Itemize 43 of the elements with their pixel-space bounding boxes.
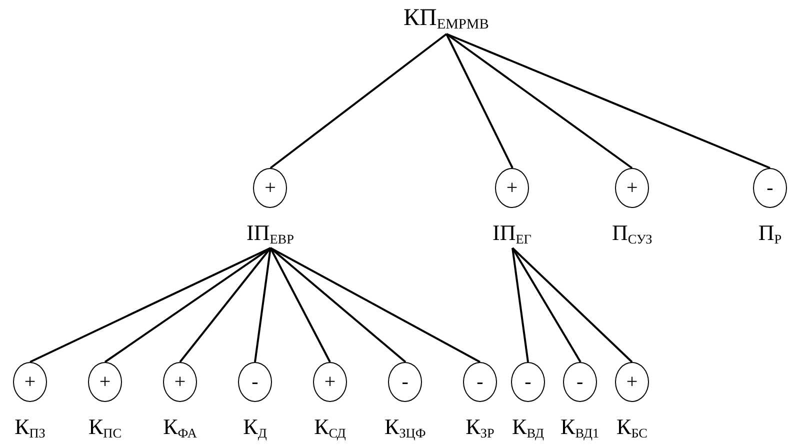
indicator-label: К$_{ПС}$ [88, 416, 122, 440]
indicator-label: К$_{СД}$ [314, 416, 346, 440]
connector-line [512, 248, 529, 362]
sign-circle: - [238, 362, 272, 402]
connector-line [446, 33, 633, 169]
indicator-label: К$_{ЗЦФ}$ [384, 416, 426, 440]
connector-line [104, 247, 272, 363]
sign-circle: + [615, 168, 650, 208]
connector-line [270, 33, 448, 169]
sign-circle: + [253, 168, 288, 208]
connector-line [270, 247, 406, 363]
sign-circle: + [615, 362, 649, 402]
sign-circle: - [753, 168, 787, 208]
sign-circle: + [88, 362, 122, 402]
sign-circle: + [494, 168, 529, 208]
sign-circle: + [13, 362, 47, 402]
connector-line [30, 247, 271, 363]
connector-line [512, 247, 633, 363]
indicator-label: П$_{СУЗ}$ [612, 222, 652, 246]
sign-circle: - [388, 362, 422, 402]
sign-circle: - [511, 362, 545, 402]
indicator-label: ІП$_{ЕГ}$ [492, 222, 532, 246]
connector-line [254, 248, 272, 362]
connector-line [446, 33, 770, 169]
indicator-label: К$_{ВД}$ [512, 416, 544, 440]
indicator-label: К$_{Д}$ [243, 416, 267, 440]
indicator-label: К$_{ПЗ}$ [14, 416, 46, 440]
indicator-label: ІП$_{ЕВР}$ [246, 222, 294, 246]
indicator-label: К$_{ЗР}$ [466, 416, 494, 440]
sign-circle: - [463, 362, 497, 402]
connector-line [446, 34, 514, 168]
sign-circle: + [163, 362, 197, 402]
connector-line [270, 248, 331, 362]
connector-line [512, 247, 582, 363]
indicator-label: К$_{БС}$ [616, 416, 648, 440]
connector-line [270, 247, 480, 363]
root-label: КП$_{ЕМРМВ}$ [404, 6, 489, 32]
indicator-label: К$_{ВД1}$ [560, 416, 600, 440]
indicator-label: К$_{ФА}$ [163, 416, 197, 440]
sign-circle: - [562, 362, 597, 402]
indicator-label: П$_{Р}$ [758, 222, 782, 246]
connector-line [179, 247, 272, 363]
sign-circle: + [313, 362, 347, 402]
